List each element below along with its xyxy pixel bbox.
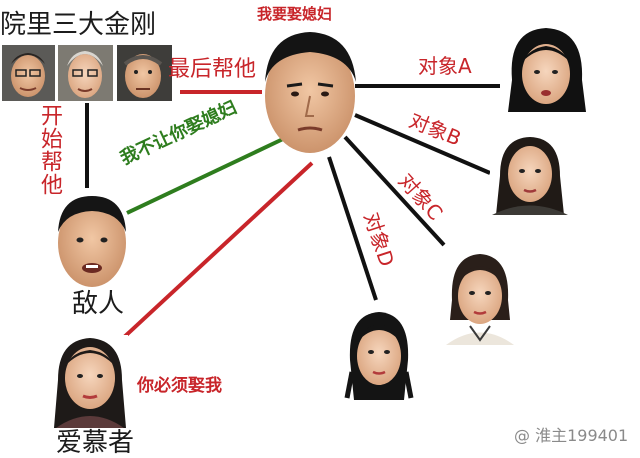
watermark: @ 淮主199401 [514, 426, 629, 445]
node-label-protagonist: 我要娶媳妇 [257, 5, 333, 23]
portrait-target-d [340, 310, 418, 405]
portrait-target-a [505, 28, 588, 114]
portrait-enemy [58, 196, 126, 287]
edge-line-target-d [327, 156, 378, 301]
portrait-admirer [50, 335, 128, 428]
edge-line-target-c [343, 135, 446, 247]
edge-label-trio-enemy: 开始帮他 [37, 104, 62, 196]
edge-label-trio-protagonist: 最后帮他 [168, 57, 257, 82]
portrait-trio-left [2, 45, 55, 101]
portrait-target-c [443, 250, 516, 345]
node-label-courtyard-trio: 院里三大金刚 [0, 10, 157, 40]
portrait-target-b [490, 133, 570, 215]
node-label-admirer: 爱慕者 [56, 428, 135, 458]
edge-line-admirer-protagonist [119, 161, 314, 342]
edge-label-admirer-protagonist: 你必须娶我 [137, 376, 222, 396]
portrait-trio-middle [58, 45, 113, 101]
portrait-protagonist [265, 32, 356, 153]
edge-line-target-b [354, 113, 491, 175]
node-label-enemy: 敌人 [72, 289, 125, 319]
edge-label-target-a: 对象A [418, 54, 472, 78]
portrait-trio-right [117, 45, 172, 101]
edge-line-enemy-protagonist [126, 137, 284, 215]
